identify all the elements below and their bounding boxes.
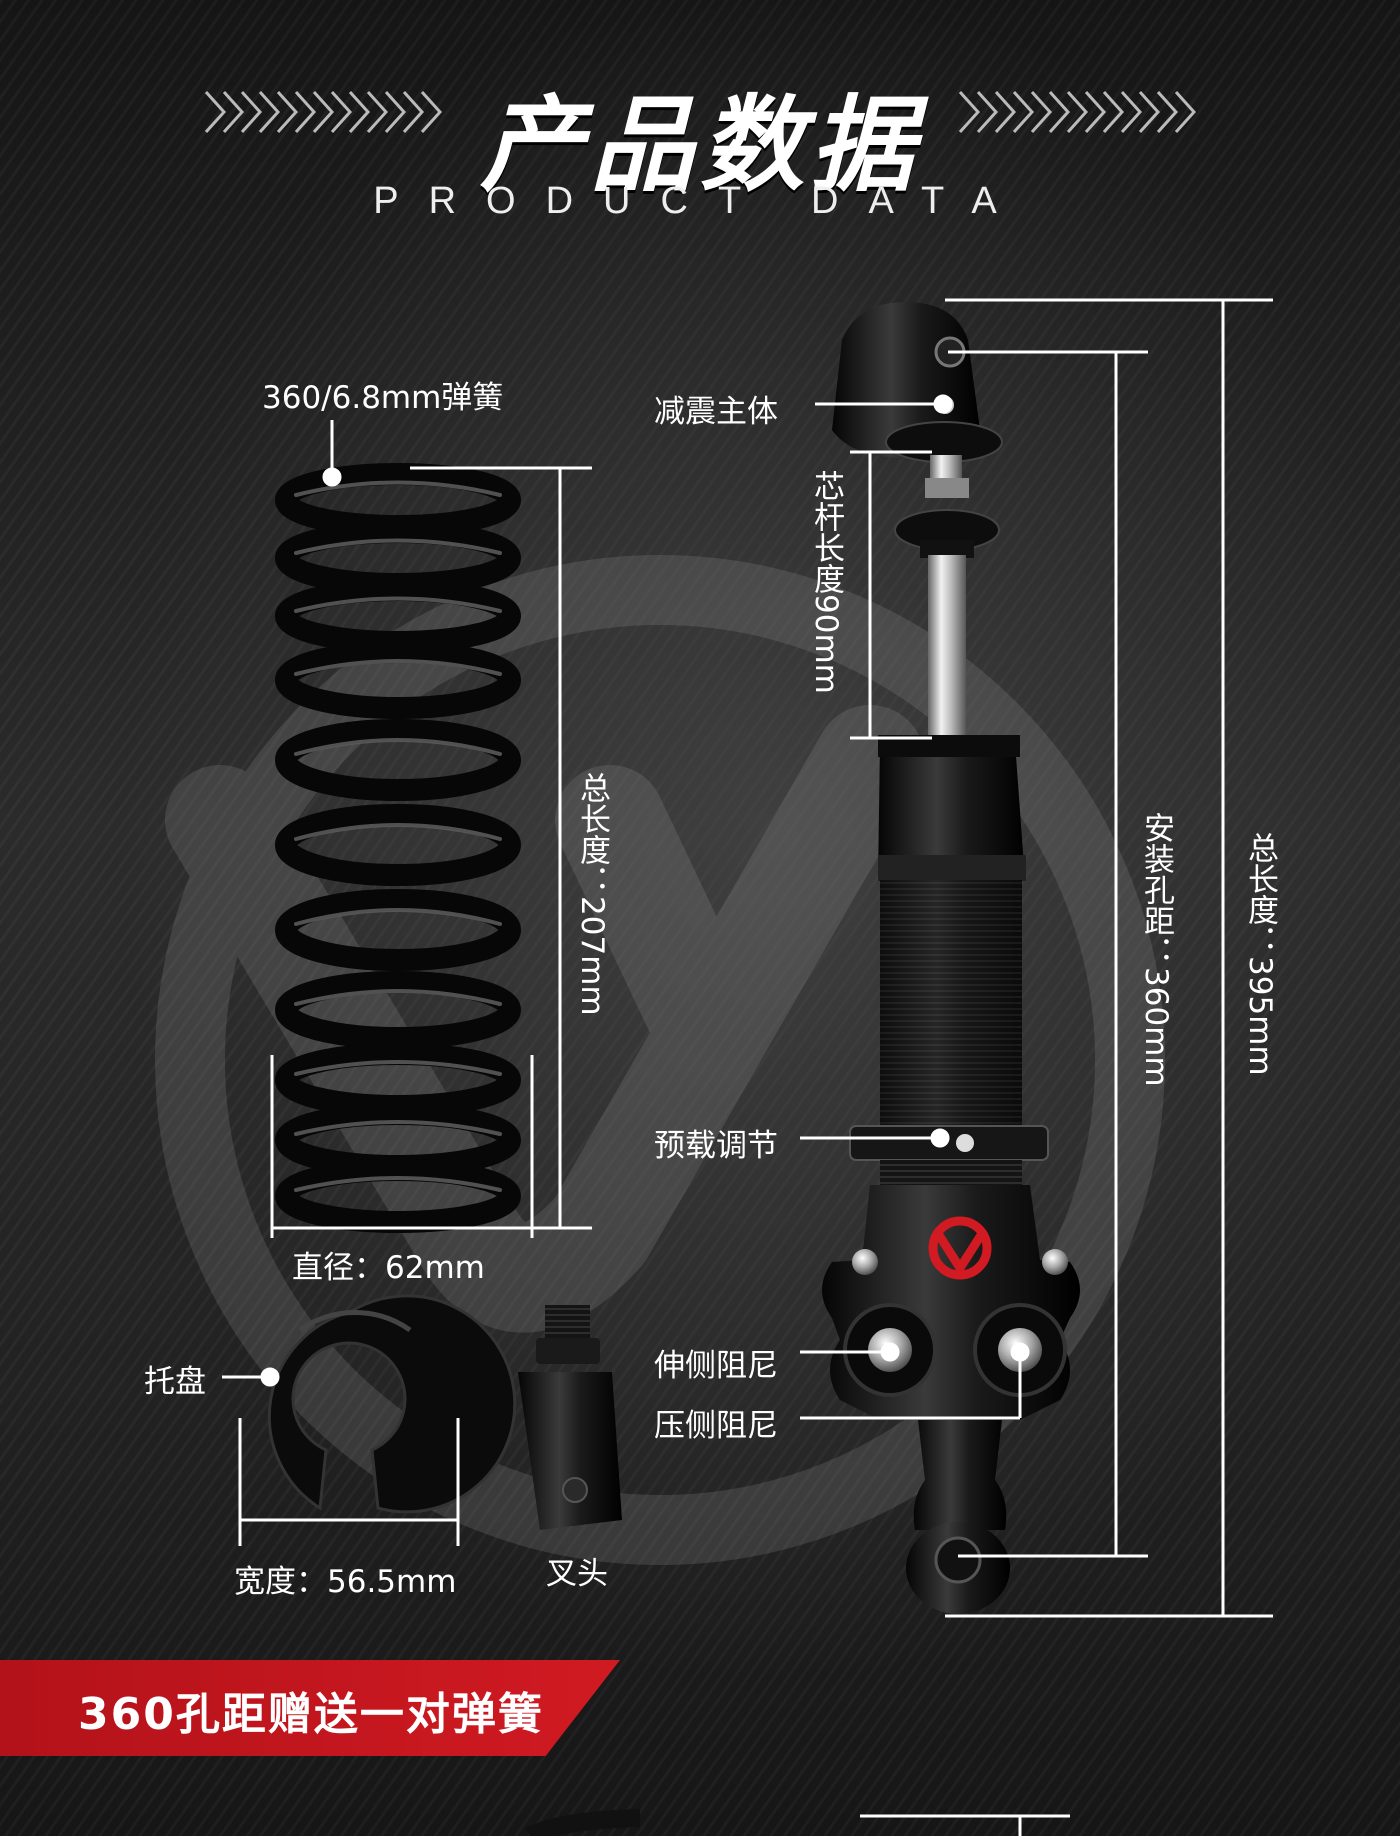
spring-label: 360/6.8mm弹簧 [262,380,504,416]
promo-banner [0,1660,620,1756]
shock-dimension-lines [800,298,1273,1618]
tray-label: 托盘 [144,1364,206,1400]
promo-text: 360孔距赠送一对弹簧 [78,1689,544,1740]
fork-image [518,1305,622,1530]
shock-absorber-image [822,302,1080,1614]
compression-damping-label: 压侧阻尼 [654,1408,778,1444]
total-length-label: 总长度：395mm [1242,832,1278,1076]
spring-diameter-label: 直径：62mm [292,1250,485,1286]
rebound-damping-label: 伸侧阻尼 [654,1348,778,1384]
tray-image [267,1294,517,1514]
logo-watermark [155,555,1165,1565]
mount-distance-label: 安装孔距：360mm [1138,812,1174,1087]
spring-dimension-lines [270,420,592,1238]
brand-logo-icon [928,1216,992,1280]
page-subtitle: PRODUCT DATA [373,180,1027,222]
spring-length-label: 总长度：207mm [574,772,610,1016]
preload-label: 预载调节 [654,1128,778,1164]
tray-dimension-lines [222,1367,460,1546]
chevron-right-decoration [958,90,1197,134]
spring-image [275,463,521,1233]
fork-label: 叉头 [546,1556,608,1592]
chevron-left-decoration [204,90,443,134]
page-title: 产品数据 [479,84,920,206]
shock-body-label: 减震主体 [654,394,778,430]
tray-width-label: 宽度：56.5mm [234,1564,457,1600]
rod-length-label: 芯杆长度90mm [808,470,844,694]
next-section-peek [525,1809,1070,1836]
